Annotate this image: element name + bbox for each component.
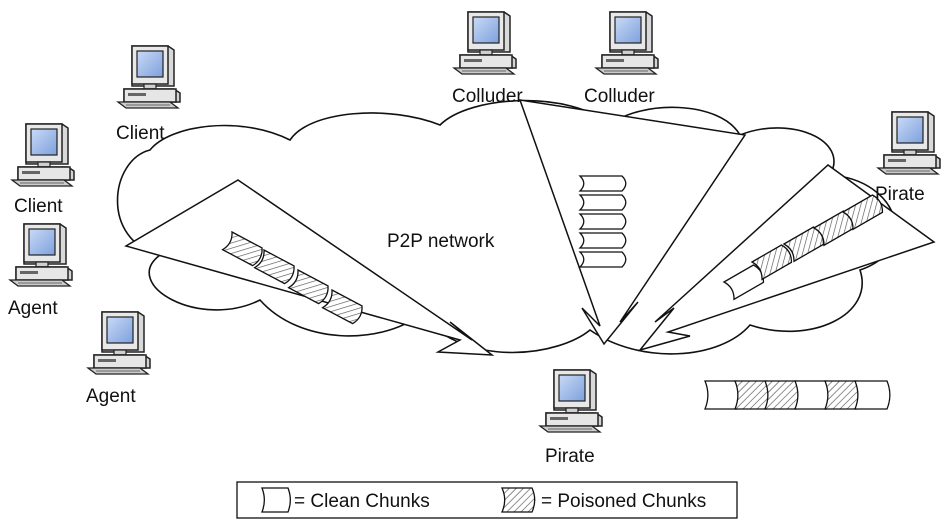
network-label: P2P network <box>387 231 495 252</box>
legend-poisoned-label: = Poisoned Chunks <box>541 491 706 512</box>
file-clean-chunk <box>704 380 741 410</box>
colluder-flow-arrow <box>518 99 747 346</box>
agent-bottom-label: Agent <box>86 386 136 407</box>
computer-icon <box>595 11 659 75</box>
poisoned-chunk-icon <box>500 487 536 513</box>
clean-chunk <box>578 194 627 211</box>
computer-icon <box>453 11 517 75</box>
left-flow-chunks <box>221 230 363 325</box>
clean-chunk <box>578 175 627 192</box>
pirate-right-node: Pirate <box>875 111 941 205</box>
clean-chunk <box>722 264 765 301</box>
colluder-2-label: Colluder <box>584 86 655 107</box>
computer-icon <box>11 123 75 187</box>
clean-chunk-swatch <box>261 487 291 513</box>
poisoned-chunk <box>750 244 793 281</box>
pirate-right-label: Pirate <box>875 184 925 205</box>
colluder-1-label: Colluder <box>452 86 523 107</box>
poisoned-chunk <box>287 268 329 305</box>
poisoned-chunk <box>841 194 884 231</box>
computer-icon <box>877 111 941 175</box>
file-poisoned-chunk <box>734 380 771 410</box>
agent-left-label: Agent <box>8 298 58 319</box>
agent-left-node: Agent <box>8 223 73 319</box>
computer-icon <box>539 369 603 433</box>
legend: = Clean Chunks = Poisoned Chunks <box>236 481 738 519</box>
assembled-file <box>704 380 891 410</box>
colluder-flow-chunks <box>578 175 627 268</box>
client-left-label: Client <box>14 196 63 217</box>
left-flow-arrow <box>124 179 495 356</box>
clean-chunk-icon <box>261 487 291 513</box>
client-left-node: Client <box>11 123 75 217</box>
computer-icon <box>87 311 151 375</box>
colluder-1-node: Colluder <box>452 11 523 107</box>
pirate-bottom-node: Pirate <box>539 369 603 467</box>
poisoned-chunk <box>221 230 263 267</box>
poisoned-chunk <box>321 288 363 325</box>
file-clean-chunk <box>854 380 891 410</box>
poisoned-chunk-swatch <box>500 487 536 513</box>
file-poisoned-chunk <box>824 380 861 410</box>
file-clean-chunk <box>794 380 831 410</box>
right-flow-chunks <box>722 194 884 301</box>
client-top-node: Client <box>116 45 181 144</box>
client-top-label: Client <box>116 123 165 144</box>
legend-clean-label: = Clean Chunks <box>294 491 430 512</box>
computer-icon <box>9 223 73 287</box>
clean-chunk <box>578 213 627 230</box>
file-poisoned-chunk <box>764 380 801 410</box>
clean-chunk <box>578 232 627 249</box>
clean-chunk <box>578 251 627 268</box>
colluder-2-node: Colluder <box>584 11 659 107</box>
pirate-bottom-label: Pirate <box>545 446 595 467</box>
legend-box <box>236 481 738 519</box>
computer-icon <box>117 45 181 109</box>
agent-bottom-node: Agent <box>86 311 151 407</box>
poisoned-chunk <box>253 248 295 285</box>
